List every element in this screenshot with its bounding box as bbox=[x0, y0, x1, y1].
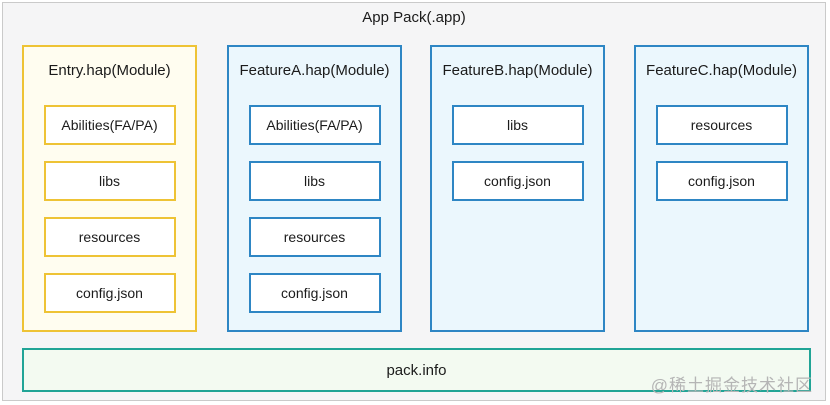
pack-info-bar: pack.info bbox=[22, 348, 811, 392]
module-item-resources: resources bbox=[43, 217, 176, 257]
module-item-abilities: Abilities(FA/PA) bbox=[248, 105, 381, 145]
pack-info-label: pack.info bbox=[386, 361, 447, 379]
module-featureb-hap: FeatureB.hap(Module) libs config.json bbox=[430, 45, 605, 332]
watermark: @稀土掘金技术社区 bbox=[650, 376, 813, 395]
module-item-config-json: config.json bbox=[248, 273, 381, 313]
module-item-libs: libs bbox=[248, 161, 381, 201]
module-featurea-hap: FeatureA.hap(Module) Abilities(FA/PA) li… bbox=[227, 45, 402, 332]
module-entry-hap: Entry.hap(Module) Abilities(FA/PA) libs … bbox=[22, 45, 197, 332]
module-title: FeatureA.hap(Module) bbox=[239, 62, 390, 79]
module-featurec-hap: FeatureC.hap(Module) resources config.js… bbox=[634, 45, 809, 332]
module-item-abilities: Abilities(FA/PA) bbox=[43, 105, 176, 145]
module-title: FeatureC.hap(Module) bbox=[646, 62, 797, 79]
module-item-resources: resources bbox=[248, 217, 381, 257]
diagram-title: App Pack(.app) bbox=[362, 9, 466, 26]
module-item-config-json: config.json bbox=[655, 161, 788, 201]
module-title: Entry.hap(Module) bbox=[48, 62, 171, 79]
module-item-config-json: config.json bbox=[451, 161, 584, 201]
module-item-resources: resources bbox=[655, 105, 788, 145]
app-pack-container: App Pack(.app) Entry.hap(Module) Abiliti… bbox=[2, 2, 826, 401]
module-item-config-json: config.json bbox=[43, 273, 176, 313]
module-title: FeatureB.hap(Module) bbox=[442, 62, 593, 79]
module-item-libs: libs bbox=[451, 105, 584, 145]
module-item-libs: libs bbox=[43, 161, 176, 201]
